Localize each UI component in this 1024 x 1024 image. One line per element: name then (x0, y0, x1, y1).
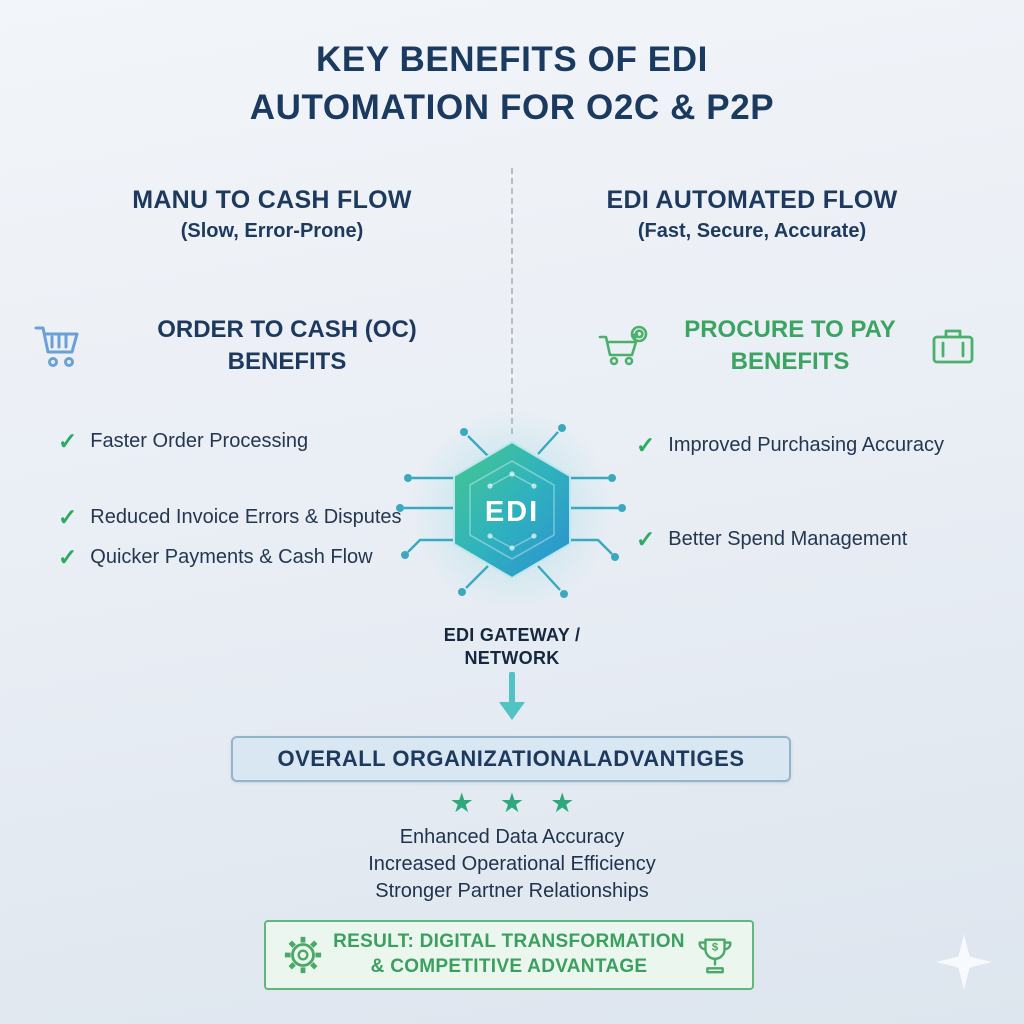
edi-gateway-caption: EDI GATEWAY / NETWORK (0, 624, 1024, 671)
p2p-benefit-label: Improved Purchasing Accuracy (668, 434, 944, 456)
check-icon: ✓ (636, 432, 656, 458)
rating-stars: ★ ★ ★ (0, 790, 1024, 817)
check-icon: ✓ (636, 526, 656, 552)
overall-advantage-item: Stronger Partner Relationships (375, 880, 649, 902)
check-icon: ✓ (58, 428, 78, 454)
page-title-line2: AUTOMATION FOR O2C & P2P (249, 88, 775, 128)
result-banner-line2: & COMPETITIVE ADVANTAGE (370, 956, 648, 977)
overall-advantage-item: Enhanced Data Accuracy (399, 826, 625, 848)
edi-gateway-caption-line1: EDI GATEWAY / (443, 625, 581, 645)
o2c-benefit-row: ✓ Reduced Invoice Errors & Disputes (58, 506, 402, 529)
overall-advantages-banner: OVERALL ORGANIZATIONALADVANTIGES (231, 736, 791, 782)
cart-refresh-icon (598, 325, 650, 367)
svg-text:$: $ (712, 942, 719, 954)
down-arrow-icon (496, 671, 528, 727)
procure-to-pay-title-line2: BENEFITS (730, 348, 850, 376)
shopping-cart-icon (34, 323, 82, 369)
o2c-benefit-row: ✓ Faster Order Processing (58, 430, 308, 453)
overall-advantages-banner-label: OVERALL ORGANIZATIONALADVANTIGES (277, 746, 745, 771)
result-banner-line1: RESULT: DIGITAL TRANSFORMATION (333, 931, 685, 953)
overall-advantages-list: Enhanced Data Accuracy Increased Operati… (0, 824, 1024, 905)
result-banner: RESULT: DIGITAL TRANSFORMATION & COMPETI… (264, 920, 754, 990)
order-to-cash-title-line2: BENEFITS (227, 348, 347, 376)
right-column-heading: EDI AUTOMATED FLOW (Fast, Secure, Accura… (532, 186, 972, 243)
page-title: KEY BENEFITS OF EDI AUTOMATION FOR O2C &… (0, 36, 1024, 133)
p2p-benefit-label: Better Spend Management (668, 528, 908, 550)
o2c-benefit-row: ✓ Quicker Payments & Cash Flow (58, 546, 373, 569)
gear-icon (282, 934, 324, 976)
order-to-cash-title-line1: ORDER TO CASH (OC) (157, 316, 417, 343)
edi-gateway-caption-line2: NETWORK (464, 648, 560, 669)
edi-hexagon-label: EDI (485, 496, 539, 528)
procure-to-pay-section-header: PROCURE TO PAY BENEFITS (598, 314, 976, 379)
result-banner-text: RESULT: DIGITAL TRANSFORMATION & COMPETI… (324, 930, 694, 979)
left-flow-subtitle: (Slow, Error-Prone) (180, 220, 364, 242)
o2c-benefit-label: Faster Order Processing (90, 430, 309, 452)
briefcase-icon (930, 325, 976, 367)
overall-advantage-item: Increased Operational Efficiency (368, 853, 656, 875)
o2c-benefit-label: Quicker Payments & Cash Flow (90, 546, 373, 568)
right-flow-subtitle: (Fast, Secure, Accurate) (637, 220, 867, 242)
star-icon: ★ (499, 788, 525, 818)
left-flow-title: MANU TO CASH FLOW (132, 186, 412, 214)
star-icon: ★ (550, 788, 575, 818)
page-title-line1: KEY BENEFITS OF EDI (316, 40, 708, 79)
check-icon: ✓ (58, 504, 78, 530)
check-icon: ✓ (58, 544, 78, 570)
star-icon: ★ (449, 788, 474, 818)
right-flow-title: EDI AUTOMATED FLOW (606, 186, 898, 214)
procure-to-pay-title-line1: PROCURE TO PAY (684, 316, 896, 343)
column-divider (511, 168, 513, 434)
trophy-icon: $ (694, 934, 736, 976)
p2p-benefit-row: ✓ Better Spend Management (636, 528, 907, 551)
order-to-cash-section-header: ORDER TO CASH (OC) BENEFITS (34, 314, 480, 379)
order-to-cash-title: ORDER TO CASH (OC) BENEFITS (94, 314, 480, 379)
sparkle-icon (936, 934, 992, 995)
left-column-heading: MANU TO CASH FLOW (Slow, Error-Prone) (52, 186, 492, 243)
p2p-benefit-row: ✓ Improved Purchasing Accuracy (636, 434, 944, 457)
edi-hexagon-icon: EDI (392, 408, 632, 625)
o2c-benefit-label: Reduced Invoice Errors & Disputes (90, 506, 402, 528)
procure-to-pay-title: PROCURE TO PAY BENEFITS (662, 314, 918, 379)
